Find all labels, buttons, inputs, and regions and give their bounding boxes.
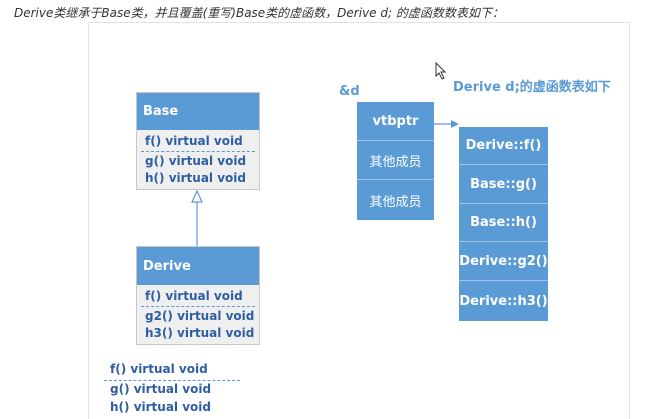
object-label: &d <box>339 84 360 99</box>
loose-method-separator <box>104 380 240 381</box>
vtable-entry-3: Base::h() <box>459 204 548 242</box>
derive-method-g2: g2() virtual void <box>145 309 255 323</box>
base-method-g: g() virtual void <box>145 154 247 168</box>
derive-class-name: Derive <box>137 247 259 285</box>
caption-text: Derive类继承于Base类，并且覆盖(重写)Base类的虚函数，Derive… <box>14 6 504 20</box>
base-class-name: Base <box>137 93 259 130</box>
derive-class-box: Derive f() virtual void g2() virtual voi… <box>136 246 260 345</box>
loose-method-g: g() virtual void <box>110 382 212 396</box>
vtable-title: Derive d;的虚函数表如下 <box>453 80 611 95</box>
loose-method-h: h() virtual void <box>110 400 211 414</box>
derive-method-separator <box>141 306 255 307</box>
object-vtbptr-cell: vtbptr <box>357 102 434 141</box>
loose-method-f: f() virtual void <box>110 362 208 376</box>
vtable-entry-4: Derive::g2() <box>459 242 548 281</box>
object-member-cell-1: 其他成员 <box>357 141 434 180</box>
base-class-box: Base f() virtual void g() virtual void h… <box>136 92 260 190</box>
derive-method-h3: h3() virtual void <box>145 326 255 340</box>
vtable-entry-1: Derive::f() <box>459 127 548 165</box>
derive-method-f: f() virtual void <box>145 289 243 303</box>
base-method-f: f() virtual void <box>145 134 243 148</box>
base-method-separator <box>141 151 255 152</box>
base-method-h: h() virtual void <box>145 171 246 185</box>
object-member-cell-2: 其他成员 <box>357 180 434 220</box>
vtable-entry-5: Derive::h3() <box>459 281 548 321</box>
vtable-entry-2: Base::g() <box>459 165 548 204</box>
